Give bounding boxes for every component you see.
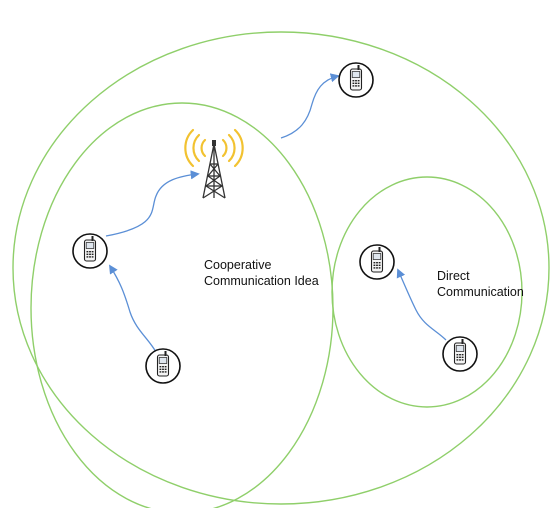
- direct-label-line2: Communication: [437, 285, 524, 299]
- relay-phone-icon: [72, 233, 108, 269]
- direct-receiver-phone-icon: [359, 244, 395, 280]
- cooperative-label-line2: Communication Idea: [204, 274, 319, 288]
- direct-label-line1: Direct: [437, 269, 470, 283]
- destination-phone-icon: [338, 62, 374, 98]
- cell-tower-icon: [184, 128, 244, 199]
- arrow-relay-to-tower: [105, 170, 200, 237]
- cooperative-region-circle: [30, 102, 334, 508]
- outer-region-circle: [12, 31, 550, 505]
- direct-sender-phone-icon: [442, 336, 478, 372]
- source-phone-icon: [145, 348, 181, 384]
- cooperative-label-line1: Cooperative: [204, 258, 271, 272]
- arrow-tower-to-destination: [280, 73, 340, 139]
- direct-region-circle: [331, 176, 523, 408]
- arrow-direct-communication: [396, 268, 447, 341]
- arrow-source-to-relay: [109, 264, 157, 353]
